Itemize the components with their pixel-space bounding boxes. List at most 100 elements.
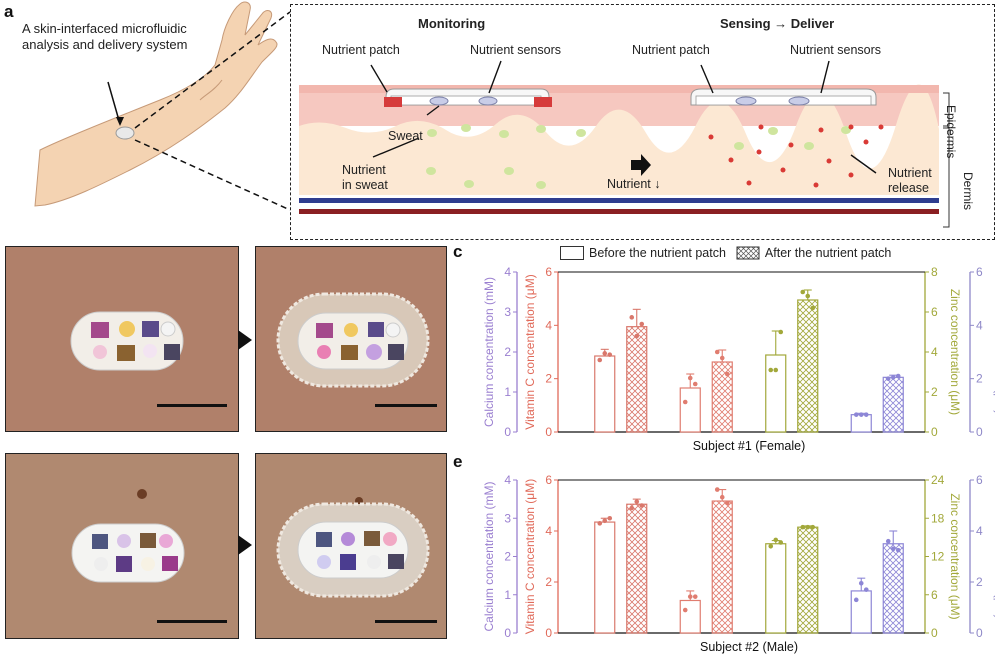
tick-label-0: 4 bbox=[504, 473, 511, 487]
tick-label-2: 4 bbox=[931, 345, 938, 359]
data-point bbox=[773, 367, 779, 373]
tick-label-2: 24 bbox=[931, 473, 945, 487]
data-point bbox=[863, 587, 869, 592]
tick-label-0: 3 bbox=[504, 511, 511, 525]
tick-label-1: 2 bbox=[545, 372, 552, 386]
axis-label-0: Calcium concentration (mM) bbox=[482, 277, 496, 427]
tick-label-0: 1 bbox=[504, 385, 511, 399]
device-left bbox=[384, 88, 552, 107]
scalebar-b-after bbox=[375, 404, 437, 407]
bar-zinc-after bbox=[797, 299, 819, 433]
data-point bbox=[800, 289, 806, 295]
scalebar-d-before bbox=[157, 620, 227, 623]
tick-label-1: 6 bbox=[545, 473, 552, 487]
data-point bbox=[639, 321, 645, 327]
data-point bbox=[853, 412, 859, 417]
system-label-line2: analysis and delivery system bbox=[22, 37, 188, 52]
label-dermis: Dermis bbox=[961, 172, 975, 210]
bar-calcium-after bbox=[711, 361, 733, 433]
sensing-title: Sensing → Deliver bbox=[720, 16, 835, 31]
tick-label-1: 2 bbox=[545, 575, 552, 589]
bar-calcium-before bbox=[679, 599, 701, 634]
data-point bbox=[863, 412, 869, 417]
data-point bbox=[607, 352, 613, 357]
data-point bbox=[682, 607, 688, 613]
data-point bbox=[853, 597, 859, 603]
bar-vitamin-c-after bbox=[626, 503, 648, 634]
big-arrow bbox=[631, 154, 651, 176]
tick-label-3: 4 bbox=[976, 524, 983, 538]
tick-label-3: 0 bbox=[976, 626, 983, 640]
bar-zinc-before bbox=[765, 543, 787, 634]
bar-vitamin-c-after bbox=[626, 326, 648, 433]
data-point bbox=[719, 494, 725, 500]
panel-letter-c: c bbox=[453, 242, 463, 261]
data-point bbox=[602, 351, 608, 356]
system-label-line1: A skin-interfaced microfluidic bbox=[22, 21, 187, 36]
skin-top bbox=[299, 85, 939, 93]
axis-label-2: Zinc concentration (μM) bbox=[948, 289, 962, 415]
tick-label-3: 6 bbox=[976, 265, 983, 279]
bar-iron-after bbox=[882, 376, 904, 433]
nutrient-dots-red bbox=[708, 124, 884, 188]
panel-letter-e: e bbox=[453, 452, 463, 471]
data-point bbox=[687, 375, 693, 381]
data-point bbox=[773, 537, 779, 543]
data-point bbox=[805, 293, 811, 299]
data-point bbox=[692, 594, 698, 599]
skin-cross-section bbox=[299, 60, 950, 228]
data-point bbox=[810, 524, 816, 530]
tick-label-1: 0 bbox=[545, 425, 552, 439]
data-point bbox=[800, 524, 806, 530]
axis-label-0: Calcium concentration (mM) bbox=[482, 481, 496, 631]
tick-label-0: 4 bbox=[504, 265, 511, 279]
tick-label-0: 0 bbox=[504, 425, 511, 439]
arrow-d bbox=[238, 535, 252, 555]
arrow-b bbox=[238, 330, 252, 350]
arm-illustration bbox=[34, 1, 291, 211]
data-point bbox=[778, 329, 784, 335]
tick-label-2: 0 bbox=[931, 425, 938, 439]
bar-zinc-before bbox=[765, 354, 787, 433]
tick-label-1: 4 bbox=[545, 318, 552, 332]
data-point bbox=[724, 500, 730, 506]
tick-label-0: 3 bbox=[504, 305, 511, 319]
bar-calcium-after bbox=[711, 500, 733, 634]
legend: Before the nutrient patch After the nutr… bbox=[560, 244, 891, 262]
data-point bbox=[890, 375, 896, 380]
panel-letter-a: a bbox=[4, 2, 14, 21]
label-nutrient-in-sweat: Nutrient in sweat bbox=[342, 163, 388, 193]
data-point bbox=[885, 376, 891, 381]
zoom-line-top bbox=[134, 11, 291, 129]
chart-title: Subject #2 (Male) bbox=[700, 640, 798, 654]
data-point bbox=[885, 538, 891, 544]
tick-label-0: 0 bbox=[504, 626, 511, 640]
data-point bbox=[714, 349, 720, 355]
tick-label-1: 4 bbox=[545, 524, 552, 538]
data-point bbox=[687, 594, 693, 599]
axis-label-2: Zinc concentration (μM) bbox=[948, 493, 962, 619]
data-point bbox=[858, 580, 864, 586]
tick-label-2: 0 bbox=[931, 626, 938, 640]
tick-label-0: 1 bbox=[504, 588, 511, 602]
bar-calcium-before bbox=[679, 387, 701, 433]
tick-label-2: 6 bbox=[931, 305, 938, 319]
photo-b-before bbox=[5, 246, 239, 432]
data-point bbox=[714, 487, 720, 492]
data-point bbox=[639, 503, 645, 508]
data-point bbox=[634, 499, 640, 504]
nutrient-dots-green bbox=[426, 124, 851, 189]
data-point bbox=[890, 546, 896, 552]
arm-shape bbox=[34, 1, 278, 207]
data-point bbox=[895, 547, 901, 553]
data-point bbox=[858, 412, 864, 417]
tick-label-3: 0 bbox=[976, 425, 983, 439]
zoom-line-bottom bbox=[134, 139, 291, 211]
tick-label-1: 0 bbox=[545, 626, 552, 640]
data-point bbox=[629, 315, 635, 320]
scalebar-d-after bbox=[375, 620, 437, 623]
label-nutrient-patch-right: Nutrient patch bbox=[632, 43, 710, 57]
data-point bbox=[597, 521, 603, 526]
label-epidermis: Epidermis bbox=[944, 105, 958, 159]
